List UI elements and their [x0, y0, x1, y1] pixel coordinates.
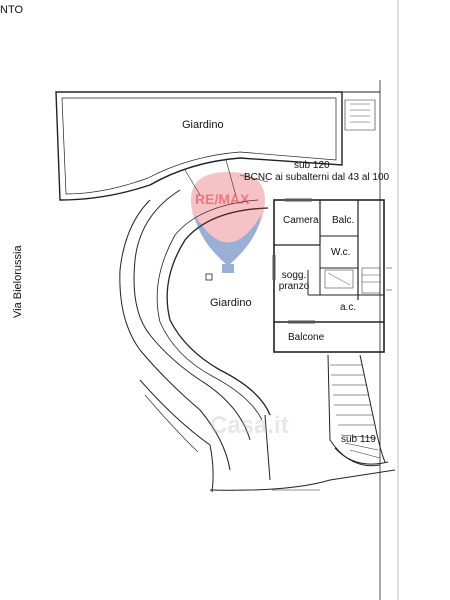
- bcnc-label: BCNC ai subalterni dal 43 al 100: [244, 172, 390, 183]
- remax-balloon-icon: [191, 172, 265, 273]
- room-wc-label: W.c.: [331, 247, 351, 258]
- room-living-line1: sogg.: [281, 270, 307, 281]
- sub120-label: sub 120: [294, 160, 330, 171]
- header-fragment: NTO: [0, 4, 24, 16]
- remax-watermark: RE/MAX: [195, 191, 250, 207]
- room-camera-label: Camera: [283, 215, 319, 226]
- garden-main-label: Giardino: [210, 297, 252, 309]
- room-living-line2: pranzo: [278, 281, 310, 292]
- sub119-label: sub 119: [341, 434, 376, 445]
- room-balcone-label: Balcone: [288, 332, 325, 343]
- room-living-label: sogg. pranzo: [278, 270, 310, 292]
- street-name-label: Via Bielorussia: [12, 245, 24, 318]
- room-ac-label: a.c.: [340, 302, 357, 313]
- garden-top-label: Giardino: [182, 119, 224, 131]
- casa-watermark: Casa.it: [210, 412, 289, 439]
- room-balcony-small-label: Balc.: [332, 215, 355, 226]
